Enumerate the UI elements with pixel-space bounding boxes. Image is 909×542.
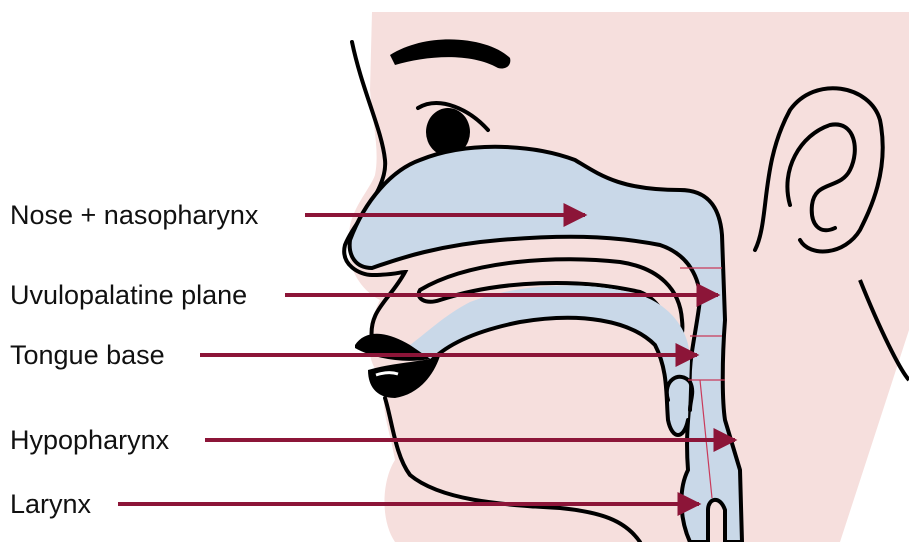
label-hypopharynx: Hypopharynx bbox=[10, 425, 170, 455]
larynx-opening bbox=[708, 500, 725, 542]
label-larynx: Larynx bbox=[10, 489, 92, 519]
structure-labels: Nose + nasopharynx Uvulopalatine plane T… bbox=[10, 200, 259, 519]
label-nose-nasopharynx: Nose + nasopharynx bbox=[10, 200, 259, 230]
label-tongue-base: Tongue base bbox=[10, 340, 165, 370]
label-uvulopalatine-plane: Uvulopalatine plane bbox=[10, 280, 247, 310]
